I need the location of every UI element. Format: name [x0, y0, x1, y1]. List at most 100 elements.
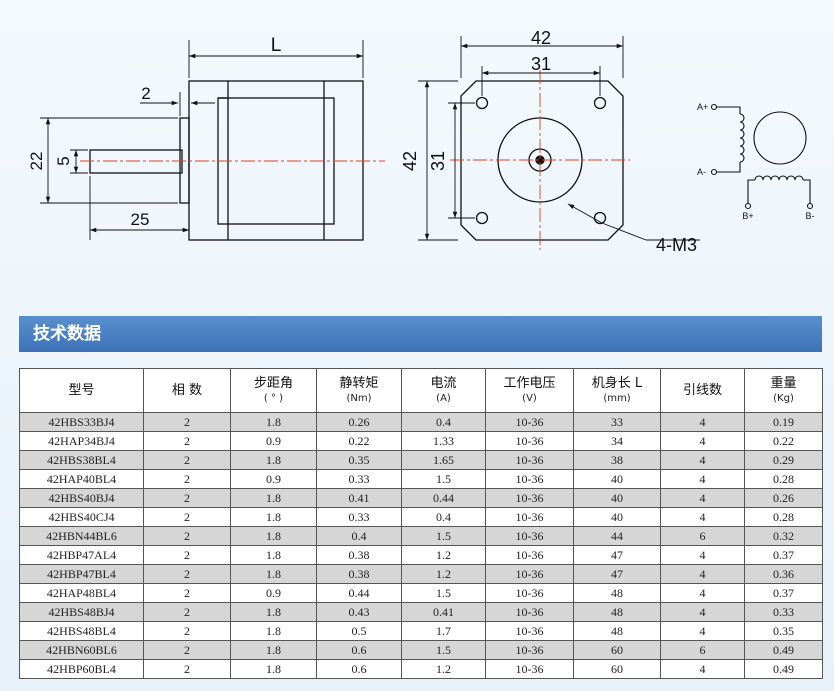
column-header: 相 数: [143, 368, 231, 413]
column-header-unit: ( ° ): [263, 392, 284, 404]
rotor-circle: [753, 111, 807, 165]
column-header-unit: (V): [522, 392, 537, 404]
column-header: 工作电压(V): [485, 368, 574, 413]
column-header: 步距角( ° ): [230, 368, 317, 413]
table-cell: 38: [573, 450, 661, 470]
table-cell: 1.8: [230, 640, 317, 660]
table-cell: 2: [143, 545, 231, 565]
table-cell: 1.8: [230, 564, 317, 584]
column-header: 重量(Kg): [744, 368, 823, 413]
table-cell: 10-36: [485, 488, 574, 508]
table-cell: 33: [573, 412, 661, 432]
table-cell: 0.49: [744, 659, 823, 679]
table-cell: 48: [573, 583, 661, 603]
motor-body: [188, 80, 364, 241]
table-cell: 1.5: [401, 469, 486, 489]
table-cell: 0.33: [316, 469, 402, 489]
column-header-label: 步距角: [253, 375, 293, 391]
table-cell: 0.35: [316, 450, 402, 470]
mount-hole: [593, 96, 607, 110]
table-cell: 0.33: [316, 507, 402, 527]
table-cell: 2: [143, 526, 231, 546]
section-title: 技术数据: [19, 316, 822, 352]
column-header: 电流(A): [401, 368, 486, 413]
table-cell: 1.8: [230, 602, 317, 622]
table-cell: 0.4: [316, 526, 402, 546]
table-cell: 0.37: [744, 545, 823, 565]
table-cell: 48: [573, 602, 661, 622]
dim-l-label: L: [271, 35, 282, 56]
table-cell: 2: [143, 431, 231, 451]
table-cell: 40: [573, 488, 661, 508]
table-cell: 4: [660, 450, 745, 470]
table-cell: 0.9: [230, 469, 317, 489]
table-cell: 10-36: [485, 526, 574, 546]
dim-5-label: 5: [54, 156, 73, 165]
table-cell: 1.5: [401, 526, 486, 546]
column-header-unit: (mm): [603, 392, 631, 404]
table-cell: 6: [660, 526, 745, 546]
table-cell: 10-36: [485, 564, 574, 584]
table-cell: 4: [660, 488, 745, 508]
table-cell: 4: [660, 621, 745, 641]
table-cell: 1.8: [230, 659, 317, 679]
table-cell: 1.7: [401, 621, 486, 641]
table-cell: 47: [573, 545, 661, 565]
table-cell: 6: [660, 640, 745, 660]
table-cell: 1.2: [401, 659, 486, 679]
dim-2-label: 2: [141, 84, 150, 103]
table-cell: 1.2: [401, 564, 486, 584]
table-cell: 10-36: [485, 431, 574, 451]
table-cell: 0.26: [316, 412, 402, 432]
column-header-label: 引线数: [682, 383, 722, 398]
table-cell: 1.33: [401, 431, 486, 451]
table-cell: 0.9: [230, 583, 317, 603]
table-cell: 0.4: [401, 412, 486, 432]
table-cell: 42HBP47AL4: [19, 545, 144, 565]
column-header-label: 电流: [430, 375, 457, 391]
table-cell: 42HBS48BJ4: [19, 602, 144, 622]
coil-b-icon: [754, 175, 804, 181]
table-cell: 10-36: [485, 640, 574, 660]
table-cell: 0.41: [316, 488, 402, 508]
column-header-label: 机身长 L: [591, 375, 643, 391]
table-cell: 4: [660, 469, 745, 489]
lead-b-plus-label: B+: [742, 211, 753, 221]
motor-shaft: [89, 149, 183, 174]
table-cell: 10-36: [485, 412, 574, 432]
column-header: 机身长 L(mm): [573, 368, 661, 413]
table-cell: 1.8: [230, 450, 317, 470]
technical-drawings: L 2 22 5 25 42 31 42: [27, 28, 815, 255]
table-cell: 0.44: [401, 488, 486, 508]
table-cell: 4: [660, 507, 745, 527]
table-cell: 60: [573, 659, 661, 679]
mount-hole: [475, 96, 489, 110]
table-cell: 10-36: [485, 507, 574, 527]
table-cell: 40: [573, 469, 661, 489]
table-cell: 0.35: [744, 621, 823, 641]
table-cell: 0.6: [316, 640, 402, 660]
dim-25-label: 25: [131, 210, 150, 229]
dim-31-height-label: 31: [428, 151, 448, 171]
table-cell: 2: [143, 507, 231, 527]
table-cell: 0.28: [744, 469, 823, 489]
table-cell: 42HBP47BL4: [19, 564, 144, 584]
dim-42-height-label: 42: [400, 151, 420, 171]
table-cell: 0.38: [316, 545, 402, 565]
table-cell: 1.8: [230, 412, 317, 432]
table-cell: 0.38: [316, 564, 402, 584]
table-cell: 2: [143, 640, 231, 660]
table-cell: 1.8: [230, 526, 317, 546]
column-header-unit: (A): [436, 392, 451, 404]
table-cell: 42HAP34BJ4: [19, 431, 144, 451]
column-header-unit: (Nm): [346, 392, 372, 404]
table-cell: 44: [573, 526, 661, 546]
table-cell: 0.22: [316, 431, 402, 451]
table-cell: 0.29: [744, 450, 823, 470]
table-cell: 10-36: [485, 602, 574, 622]
table-cell: 10-36: [485, 545, 574, 565]
